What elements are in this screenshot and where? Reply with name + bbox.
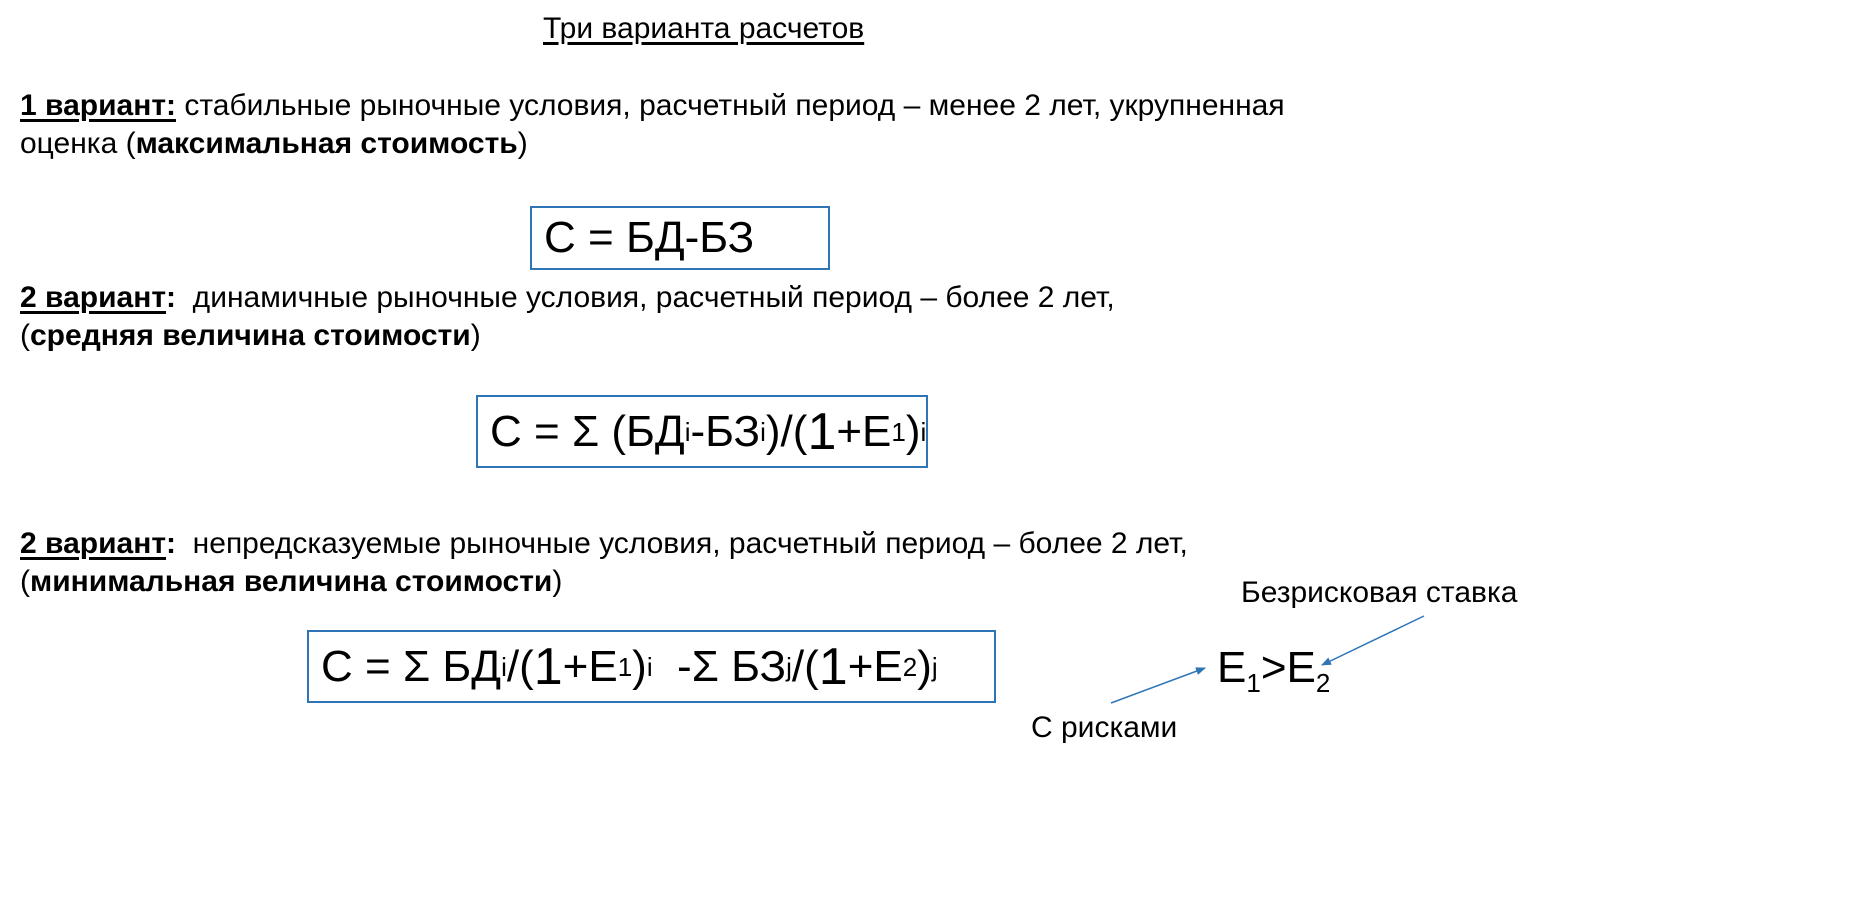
e1-subscript: 1 [1246,667,1261,698]
formula-1-bd: БД [625,213,685,262]
variant-1-label: 1 вариант: [20,89,177,122]
formula-3-close2: ) [917,641,932,691]
formula-3-plus-e: +Е [562,641,618,691]
variant-2-text: динамичные рыночные условия, расчетный п… [20,281,1124,352]
formula-3-bz: БЗ [731,641,787,691]
e1-symbol: Е [1217,643,1247,692]
formula-1-c: С [544,213,576,262]
variant-3-text: непредсказуемые рыночные условия, расчет… [20,527,1197,598]
variant-3-label: 2 вариант [20,527,167,560]
formula-1-bz: БЗ [699,213,755,262]
page-title: Три варианта расчетов [543,12,865,45]
formula-1-eq: = [575,213,626,262]
with-risks-label: С рисками [1031,711,1178,744]
formula-2-close: ) [905,406,921,456]
formula-1-dash: - [684,213,700,262]
variant-2-emphasis: средняя величина стоимости [30,319,471,352]
formula-2-open: ( [599,406,627,456]
variant-3-close: ) [552,565,563,598]
variant-3-description: 2 вариант: непредсказуемые рыночные усло… [20,525,1215,601]
formula-1-box: С = БД-БЗ [530,206,830,270]
formula-3-eq: = [352,641,403,691]
variant-2-description: 2 вариант: динамичные рыночные условия, … [20,279,1200,355]
variant-2-label: 2 вариант [20,281,167,314]
variant-1-close: ) [517,127,528,160]
formula-3-one: 1 [533,637,563,696]
formula-3-div-open: /( [506,641,534,691]
variant-3-emphasis: минимальная величина стоимости [30,565,553,598]
variant-2-colon: : [166,281,177,314]
rate-comparison: Е1>Е2 [1217,643,1330,696]
formula-3-sigma: Σ [402,641,443,691]
formula-3-minus-sigma: -Σ [652,641,732,691]
formula-3-close: ) [632,641,647,691]
variant-1-description: 1 вариант: стабильные рыночные условия, … [20,87,1380,163]
formula-2-eq: = [521,406,572,456]
arrow-to-e1 [1110,667,1206,704]
arrow-to-e2 [1321,615,1425,666]
formula-3-div-open2: /( [791,641,819,691]
formula-2-dash: - [690,406,706,456]
formula-2-one: 1 [807,402,837,461]
formula-2-sigma: Σ [571,406,600,456]
formula-2-c: С [490,406,522,456]
formula-2-plus-e: +Е [836,406,892,456]
formula-3-one2: 1 [818,637,848,696]
variant-3-colon: : [166,527,177,560]
riskless-rate-label: Безрисковая ставка [1241,576,1518,609]
formula-2-close-div: )/( [765,406,808,456]
formula-3-bd: БД [442,641,502,691]
e2-subscript: 2 [1315,667,1331,698]
formula-3-c: С [321,641,353,691]
formula-2-bd: БД [626,406,685,456]
formula-2-bz: БЗ [705,406,761,456]
variant-1-emphasis: максимальная стоимость [135,127,518,160]
variant-2-close: ) [470,319,481,352]
greater-than-sign: > [1260,643,1287,692]
variant-1-text: стабильные рыночные условия, расчетный п… [20,89,1285,160]
formula-3-plus-e2: +Е [847,641,903,691]
e2-symbol: Е [1286,643,1316,692]
